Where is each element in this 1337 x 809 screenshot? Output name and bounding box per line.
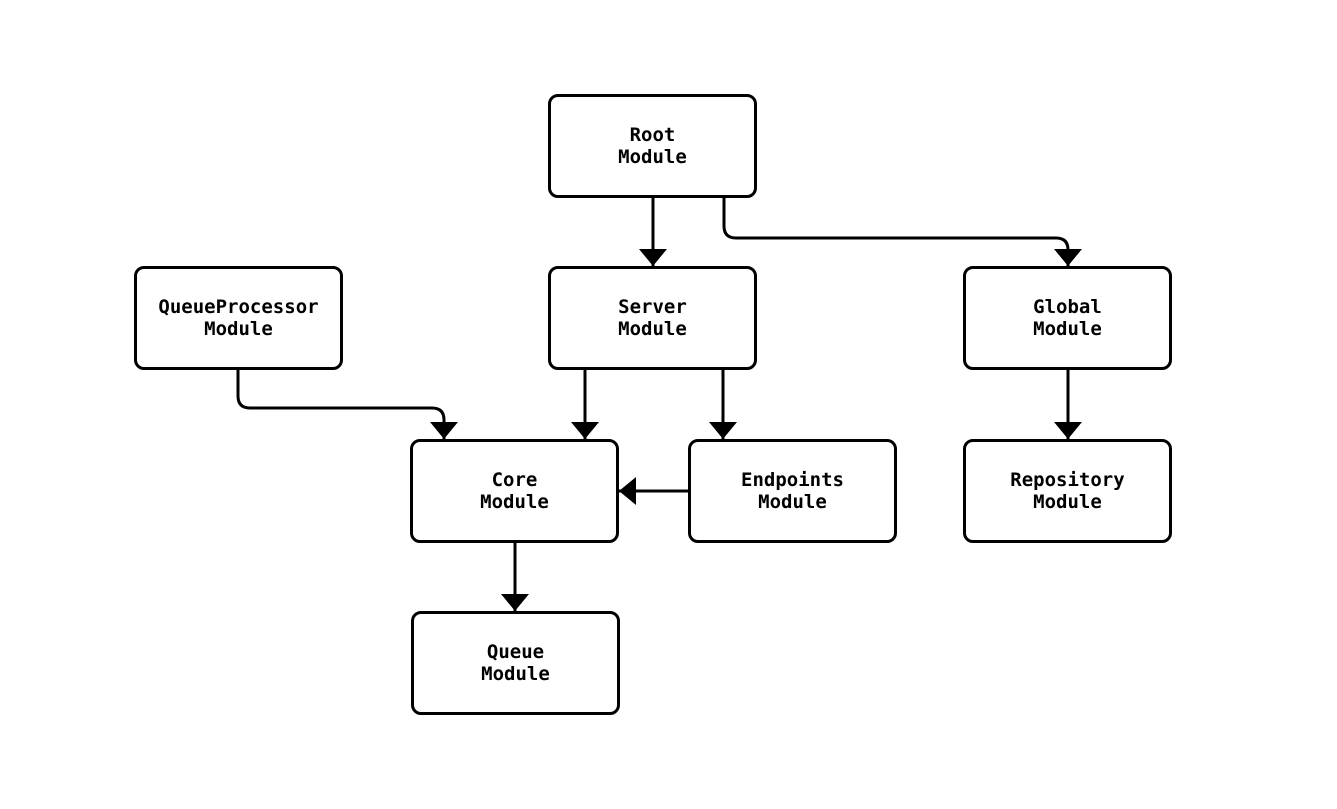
edge-queueprocessor-to-core xyxy=(236,370,458,439)
node-label-line: Queue xyxy=(486,641,545,663)
edges-group xyxy=(236,198,1082,611)
node-label-line: Module xyxy=(204,318,273,340)
node-label-line: Module xyxy=(1033,491,1102,513)
edge-root-to-global xyxy=(722,198,1082,266)
node-label-line: Endpoints xyxy=(741,469,844,491)
node-label-line: Repository xyxy=(1010,469,1125,491)
node-label-line: Module xyxy=(758,491,827,513)
node-label-line: QueueProcessor xyxy=(158,296,319,318)
node-label-line: Global xyxy=(1033,296,1102,318)
node-label-line: Module xyxy=(481,663,550,685)
node-label-line: Module xyxy=(480,491,549,513)
node-label-line: Core xyxy=(491,469,538,491)
node-label-line: Module xyxy=(618,146,687,168)
node-label-line: Root xyxy=(629,124,676,146)
node-label-line: Server xyxy=(618,296,687,318)
node-label-line: Module xyxy=(618,318,687,340)
node-label-line: Module xyxy=(1033,318,1102,340)
